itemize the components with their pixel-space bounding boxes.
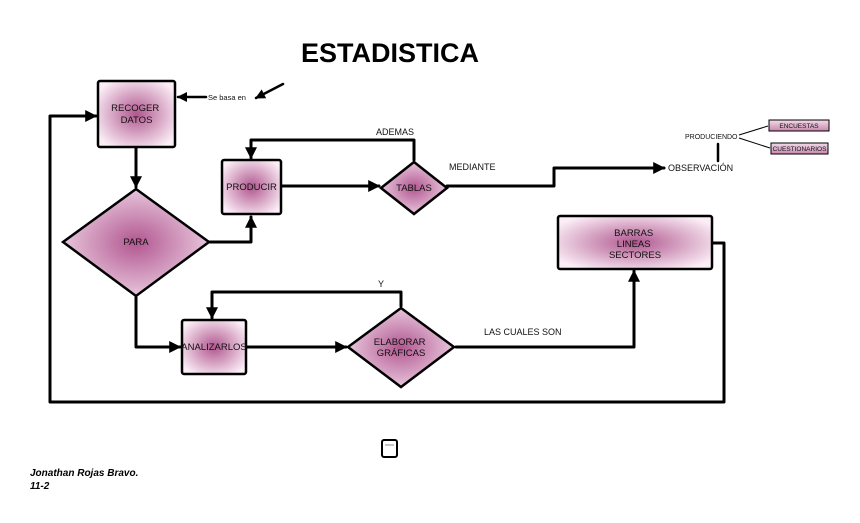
label-observacion: OBSERVACIÓN	[668, 163, 733, 173]
node-analizarlos-label: ANALIZARLOS	[181, 342, 246, 353]
connector-elaborar-analizarlos-y	[206, 290, 403, 320]
svg-text:RECOGER DATOS: RECOGER DATOS	[111, 103, 162, 126]
node-elaborar-line1: ELABORAR	[374, 337, 426, 348]
svg-text:ELABORAR GRÁFICAS: ELABORAR GRÁFICAS	[374, 337, 428, 359]
label-las-cuales-son: LAS CUALES SON	[484, 327, 562, 337]
author-name: Jonathan Rojas Bravo.	[30, 468, 139, 479]
connector-produciendo-cuestionarios	[738, 137, 771, 149]
svg-text:BARRAS LINEAS SECT: BARRAS LINEAS SECTORES	[609, 228, 661, 261]
node-barras-line1: BARRAS	[614, 228, 653, 239]
node-barras-lineas-sectores: BARRAS LINEAS SECTORES	[556, 214, 714, 271]
author-group: 11-2	[30, 481, 50, 492]
node-encuestas-label: ENCUESTAS	[779, 123, 819, 130]
label-mediante: MEDIANTE	[449, 162, 496, 172]
connector-produciendo-encuestas	[738, 125, 769, 136]
connector-para-analizarlos	[134, 295, 182, 353]
node-analizarlos: ANALIZARLOS	[180, 318, 248, 376]
node-tablas-label: TABLAS	[396, 183, 432, 194]
node-para-label: PARA	[123, 237, 149, 248]
connector-tablas-observacion	[445, 162, 666, 188]
connector-tablas-producir-ademas	[245, 138, 416, 162]
label-produciendo: PRODUCIENDO	[685, 134, 738, 141]
connector-se-basa-pointer	[254, 82, 285, 100]
label-y: Y	[378, 279, 384, 289]
node-cuestionarios-label: CUESTIONARIOS	[773, 146, 827, 153]
node-elaborar-line2: GRÁFICAS	[377, 348, 426, 359]
node-cuestionarios: CUESTIONARIOS	[770, 142, 829, 155]
page-title: ESTADISTICA	[301, 38, 479, 68]
label-se-basa-en: Se basa en	[208, 93, 246, 102]
author-block: Jonathan Rojas Bravo. 11-2	[30, 467, 138, 493]
node-para: PARA	[60, 187, 212, 298]
node-barras-line3: SECTORES	[609, 250, 661, 261]
node-tablas: TABLAS	[378, 160, 450, 216]
node-recoger-datos-line2: DATOS	[121, 115, 153, 126]
node-barras-line2: LINEAS	[617, 239, 651, 250]
node-producir-label: PRODUCIR	[226, 182, 277, 193]
label-ademas: ADEMAS	[376, 127, 414, 137]
connector-elaborar-barras	[454, 269, 640, 349]
node-recoger-datos-line1: RECOGER	[111, 103, 159, 114]
node-encuestas: ENCUESTAS	[768, 119, 830, 132]
connector-barras-recoger-loop	[48, 110, 726, 404]
node-elaborar-graficas: ELABORAR GRÁFICAS	[345, 306, 457, 389]
node-recoger-datos: RECOGER DATOS	[96, 79, 177, 149]
connector-para-producir	[208, 215, 257, 244]
small-square-icon	[381, 439, 398, 458]
node-producir: PRODUCIR	[220, 158, 283, 216]
